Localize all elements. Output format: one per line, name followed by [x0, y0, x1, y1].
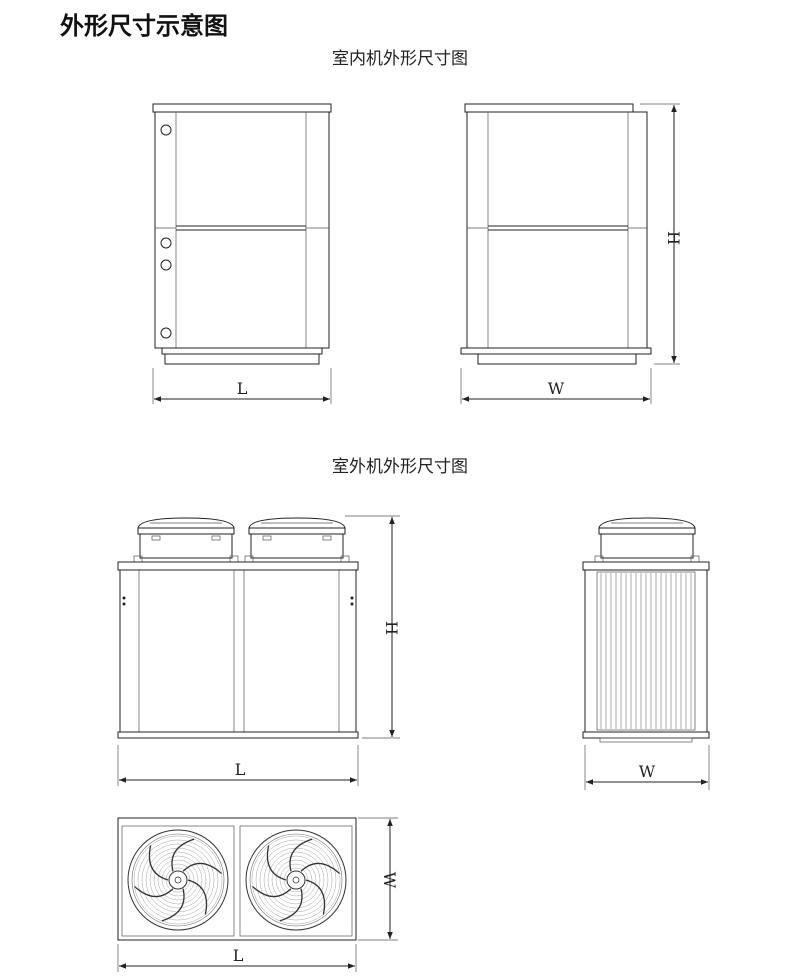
outdoor-unit-caption: 室外机外形尺寸图	[332, 457, 468, 477]
indoor-side-view: W H	[460, 103, 683, 404]
outdoor-top-w-label: W	[380, 872, 399, 889]
pipe-port-icon	[160, 259, 172, 271]
fan-grille-icon	[245, 829, 347, 931]
indoor-front-l-label: L	[237, 379, 248, 398]
indoor-side-w-label: W	[548, 379, 565, 398]
indoor-front-view: L	[152, 103, 332, 404]
outdoor-side-w-label: W	[639, 762, 656, 781]
outdoor-front-view: L H	[117, 515, 401, 786]
fan-head-icon	[133, 517, 239, 563]
indoor-unit-caption: 室内机外形尺寸图	[332, 49, 468, 69]
fan-head-icon	[594, 517, 700, 563]
outdoor-side-view: W	[582, 517, 710, 790]
fan-head-icon	[244, 517, 350, 563]
outdoor-front-l-label: L	[235, 760, 246, 779]
pipe-port-icon	[160, 124, 172, 136]
outdoor-top-view: L W	[117, 817, 399, 972]
fan-grille-icon	[127, 829, 229, 931]
pipe-port-icon	[160, 237, 172, 249]
outdoor-top-l-label: L	[233, 946, 244, 965]
pipe-port-icon	[160, 327, 172, 339]
page-title: 外形尺寸示意图	[60, 12, 228, 40]
outdoor-height-h-label: H	[382, 621, 401, 635]
indoor-height-h-label: H	[664, 231, 683, 245]
coil-fins	[600, 573, 692, 729]
